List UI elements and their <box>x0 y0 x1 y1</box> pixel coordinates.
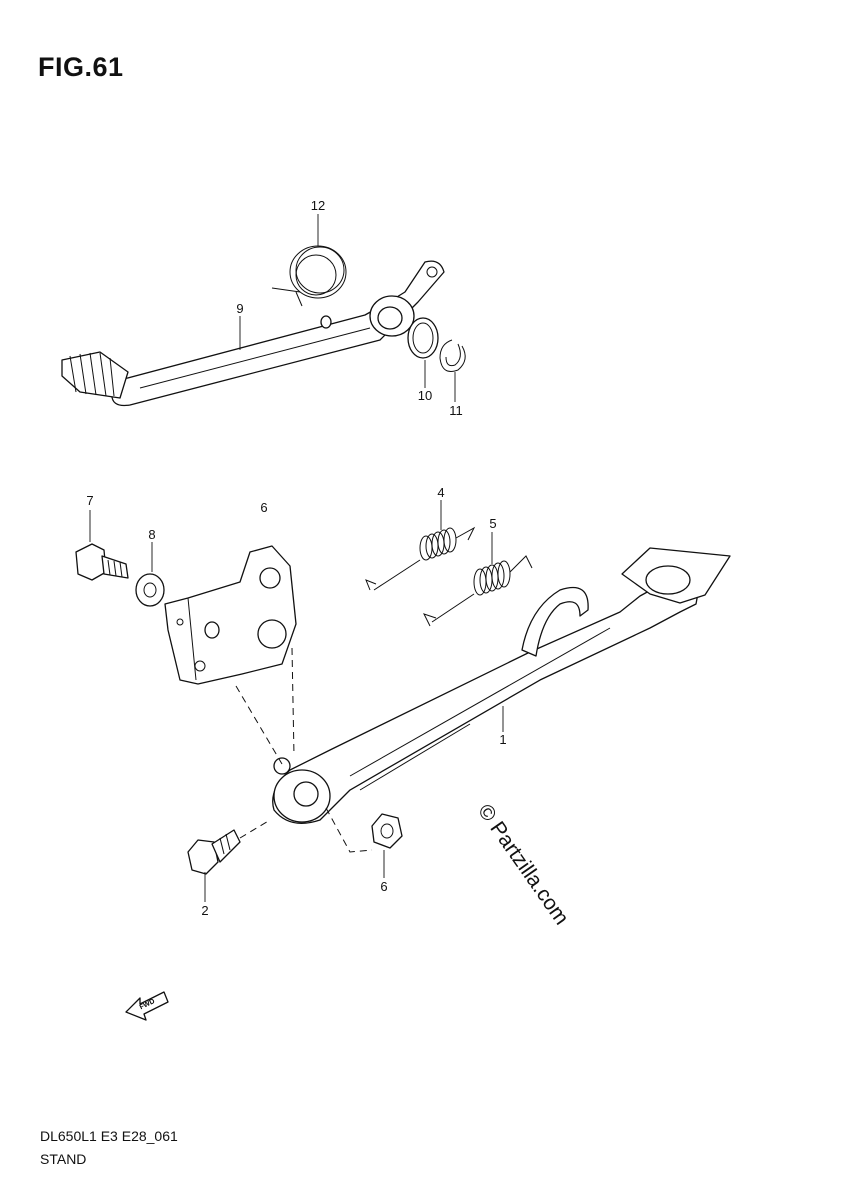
pivot-bolt <box>187 829 241 875</box>
callout-12: 11 <box>449 403 463 418</box>
return-spring-4 <box>365 526 476 591</box>
circlip <box>439 339 466 372</box>
figure-code: DL650L1 E3 E28_061 <box>40 1128 178 1144</box>
callout-6-bracket: 6 <box>260 500 267 515</box>
stand-nut <box>371 813 403 849</box>
callout-1: 1 <box>499 732 506 747</box>
callout-7: 7 <box>86 493 93 508</box>
torsion-spring <box>271 245 347 307</box>
callout-5: 5 <box>489 516 496 531</box>
callout-4: 4 <box>437 485 444 500</box>
callout-11: 12 <box>311 198 325 213</box>
assembly-lines <box>235 647 373 853</box>
leader-lines <box>89 214 504 902</box>
callout-9: 9 <box>236 301 243 316</box>
return-spring-5 <box>423 555 533 627</box>
fwd-arrow-icon: FWD <box>125 991 169 1021</box>
side-stand <box>272 547 731 824</box>
stand-bracket <box>164 545 297 685</box>
callout-6-nut: 6 <box>380 879 387 894</box>
washer-8 <box>135 573 165 607</box>
washer <box>407 317 439 359</box>
figure-title: FIG.61 <box>38 52 124 82</box>
callouts: 12 9 10 11 7 8 6 4 5 1 2 6 <box>86 198 506 918</box>
pedal-tread <box>61 351 129 399</box>
bolt <box>75 543 129 581</box>
callout-8: 8 <box>148 527 155 542</box>
callout-10: 10 <box>418 388 432 403</box>
pedal-lever <box>61 260 445 407</box>
figure-name: STAND <box>40 1151 87 1167</box>
callout-2: 2 <box>201 903 208 918</box>
